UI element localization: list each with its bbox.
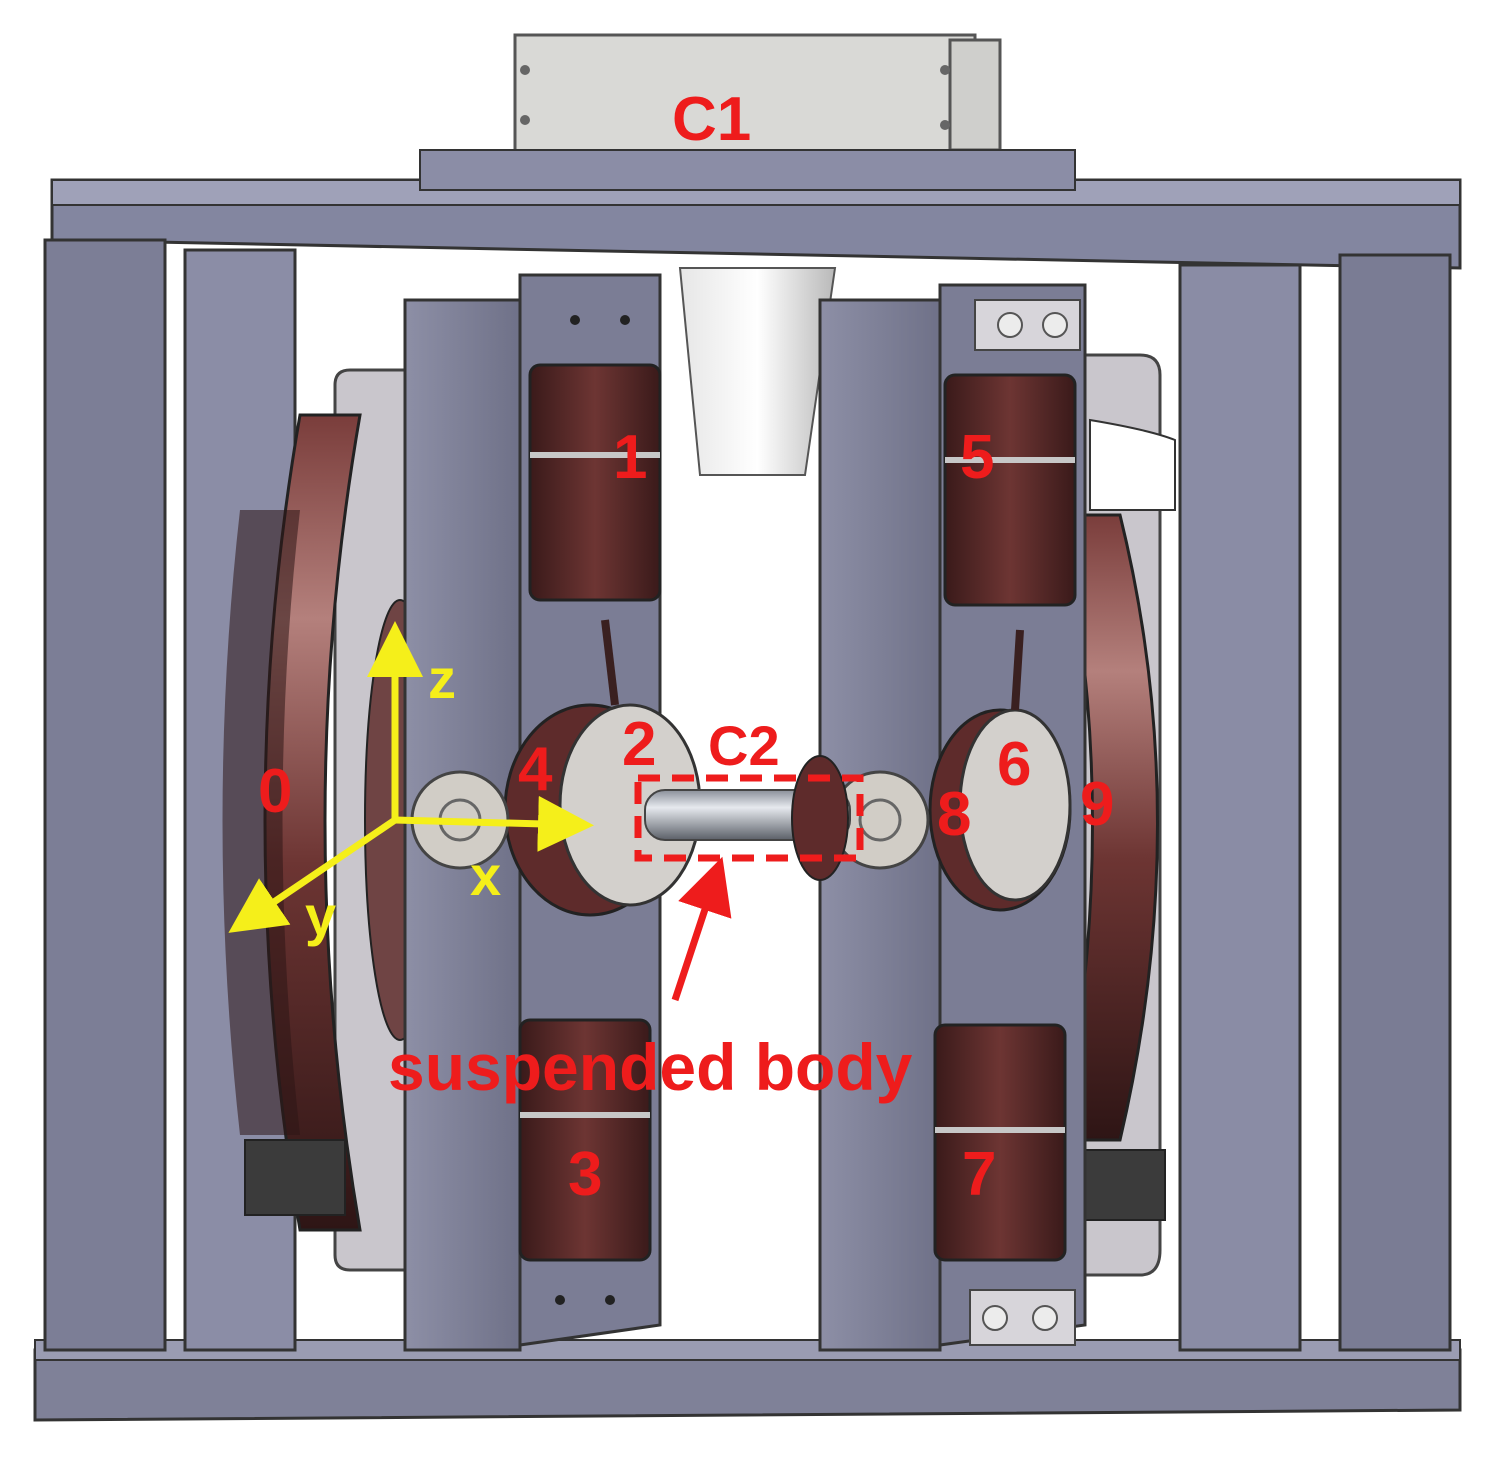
- coil-6-8-assembly: [928, 629, 1072, 912]
- c2-region-box: [634, 774, 864, 862]
- y-axis-arrow: [228, 817, 397, 933]
- coil-label-8: 8: [937, 780, 971, 849]
- z-axis-label: z: [428, 647, 456, 710]
- c1-label: C1: [672, 85, 751, 154]
- coil-label-9: 9: [1080, 770, 1114, 839]
- coil-label-6: 6: [997, 730, 1031, 799]
- coil-0-assembly: [222, 368, 436, 1272]
- x-axis-label: x: [470, 844, 501, 907]
- coil-label-1: 1: [613, 423, 647, 492]
- coordinate-axes: z x y: [228, 621, 594, 947]
- x-axis-arrow: [394, 795, 594, 852]
- coil-label-0: 0: [258, 757, 292, 826]
- coil-label-3: 3: [568, 1140, 602, 1209]
- sensor-cone: [678, 267, 837, 476]
- coil-label-7: 7: [962, 1140, 996, 1209]
- coil-label-5: 5: [960, 423, 994, 492]
- coil-label-2: 2: [622, 710, 656, 779]
- coil-7: [933, 1023, 1067, 1262]
- c2-label: C2: [708, 714, 780, 777]
- coil-5: [943, 373, 1077, 607]
- y-axis-label: y: [305, 884, 336, 947]
- coil-1: [528, 363, 662, 602]
- suspended-body-label: suspended body: [388, 1030, 913, 1104]
- outer-frame: [33, 149, 1462, 1422]
- suspended-body-arrow: [671, 856, 732, 1002]
- coil-label-4: 4: [518, 735, 553, 804]
- coil-3: [518, 1018, 652, 1262]
